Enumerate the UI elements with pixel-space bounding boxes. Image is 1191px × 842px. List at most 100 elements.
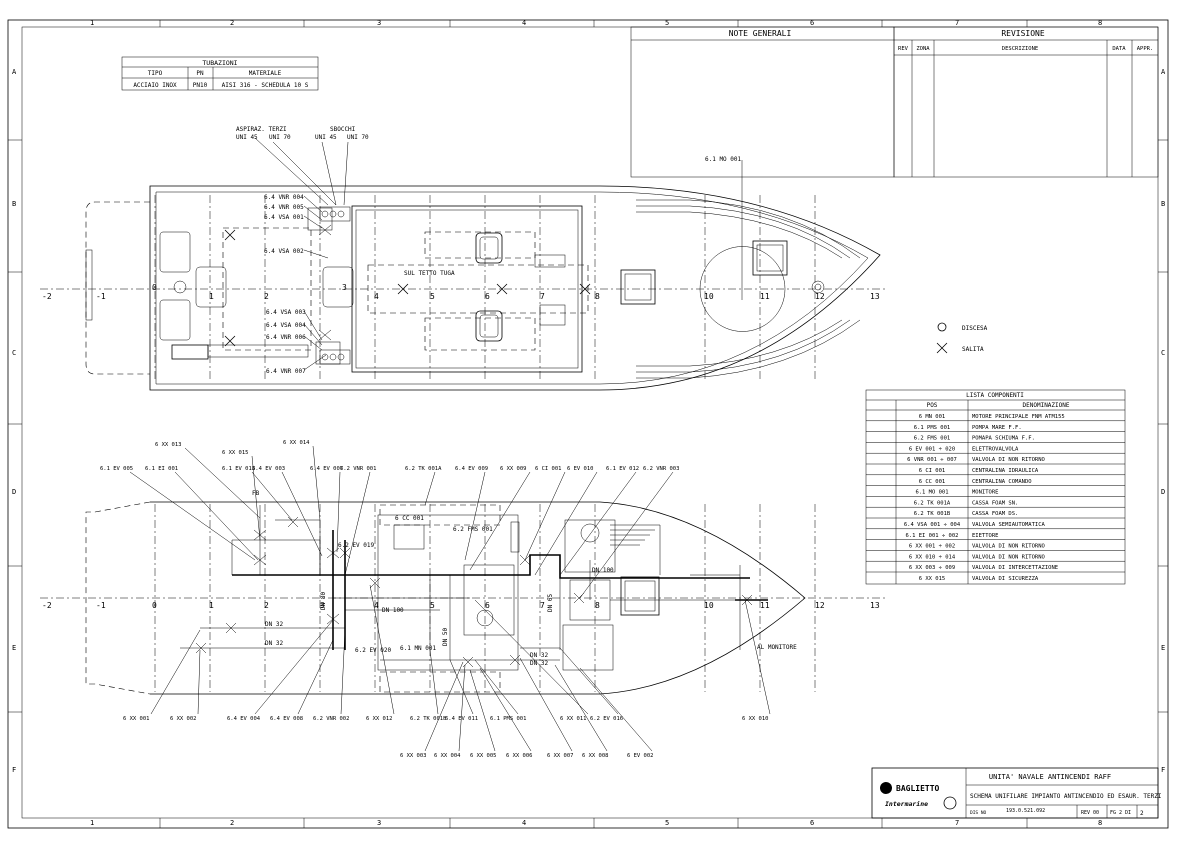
frame-number: 4 [374, 601, 379, 610]
lista-componenti-table: LISTA COMPONENTI POS DENOMINAZIONE 6 MN … [865, 389, 1126, 585]
label-vnr007: 6.4 VNR 007 [266, 368, 306, 375]
label-vsa002: 6.4 VSA 002 [264, 248, 304, 255]
row-label: F [1161, 766, 1165, 774]
column-labels-top: 1 2 3 4 5 6 7 8 [90, 19, 1102, 27]
label-vsa001: 6.4 VSA 001 [264, 214, 304, 221]
row-label: C [1161, 349, 1165, 357]
frame-number: 13 [870, 292, 880, 301]
table-cell: PN10 [193, 82, 208, 89]
row-label: B [1161, 200, 1165, 208]
frame-number: 0 [152, 601, 157, 610]
rev-header: DESCRIZIONE [1002, 46, 1038, 52]
bottom-piping-plan: FB 6 CC 001 6.2 FMS 001 6.2 EV 019 6.2 E… [40, 440, 885, 759]
revisione-title: REVISIONE [1001, 29, 1045, 38]
subbrand-name: Intermarine [885, 800, 928, 808]
col-label: 2 [230, 19, 234, 27]
lista-denominazione: CASSA FOAM DS. [972, 511, 1018, 517]
col-label: 8 [1098, 819, 1102, 827]
frame-number: 1 [209, 292, 214, 301]
rev-header: APPR. [1137, 46, 1154, 52]
label-fms: 6.2 FMS 001 [453, 526, 493, 533]
lista-pos: 6.2 FMS 001 [914, 436, 950, 442]
callout-label: 6 XX 002 [170, 716, 197, 722]
col-label: 5 [665, 819, 669, 827]
lista-denominazione: VALVOLA DI SICUREZZA [972, 576, 1039, 582]
callout-label: 6 XX 003 [400, 753, 427, 759]
lista-pos: 6 XX 015 [919, 576, 946, 582]
lista-pos: 6 XX 001 ÷ 002 [909, 544, 955, 550]
title-line2: SCHEMA UNIFILARE IMPIANTO ANTINCENDIO ED… [970, 793, 1162, 800]
title-block: BAGLIETTO Intermarine UNITA' NAVALE ANTI… [871, 767, 1162, 819]
frame-number: 7 [540, 292, 545, 301]
label-vnr005: 6.4 VNR 005 [264, 204, 304, 211]
label-ev019: 6.2 EV 019 [338, 542, 375, 549]
dis-label: DIS NO [970, 810, 987, 816]
frame-number: 2 [264, 601, 269, 610]
col-label: 7 [955, 819, 959, 827]
note-generali-box: NOTE GENERALI [630, 26, 895, 178]
callout-label: 6 XX 008 [582, 753, 609, 759]
lista-pos: 6 EV 001 ÷ 020 [909, 446, 955, 452]
zone-ticks [8, 20, 1168, 828]
tubazioni-title: TUBAZIONI [202, 59, 237, 67]
label-dn32: DN 32 [530, 652, 548, 659]
frame-number: 5 [430, 601, 435, 610]
callout-label: 6 XX 001 [123, 716, 150, 722]
rev-header: ZONA [916, 46, 930, 52]
label-mo: 6.1 MO 001 [705, 156, 742, 163]
callout-label: 6 XX 013 [155, 442, 182, 448]
callout-label: 6 XX 006 [506, 753, 533, 759]
title-line1: UNITA' NAVALE ANTINCENDI RAFF [989, 773, 1111, 781]
frame-number: 1 [209, 601, 214, 610]
callout-label: 6 EV 010 [567, 466, 594, 472]
row-label: D [1161, 488, 1165, 496]
label-sbocchi: SBOCCHI [330, 126, 356, 133]
lista-denominazione: VALVOLA DI INTERCETTAZIONE [972, 565, 1058, 571]
row-labels-right: A B C D E F [1161, 68, 1166, 774]
legend-salita: SALITA [962, 346, 984, 353]
legend: DISCESA SALITA [936, 322, 988, 354]
row-label: E [1161, 644, 1165, 652]
frame-number: 7 [540, 601, 545, 610]
callout-label: 6.1 EI 001 [145, 466, 178, 472]
frame-number: 12 [815, 601, 825, 610]
rev-header: REV [898, 46, 909, 52]
lista-denominazione: POMAPA SCHIUMA F.F. [972, 436, 1035, 442]
column-labels-bottom: 1 2 3 4 5 6 7 8 [90, 819, 1102, 827]
row-label: D [12, 488, 16, 496]
label-mn: 6.1 MN 001 [400, 645, 437, 652]
sheet-value: FG 2 DI [1110, 810, 1131, 816]
callout-label: 6.4 EV 009 [455, 466, 488, 472]
callout-label: 6.4 EV 003 [252, 466, 285, 472]
inner-border [21, 26, 1159, 819]
note-generali-title: NOTE GENERALI [729, 29, 792, 38]
col-label: 1 [90, 19, 94, 27]
sheet-total: 2 [1140, 810, 1144, 817]
lista-pos: 6.1 PMS 001 [914, 425, 950, 431]
label-dn32: DN 32 [530, 660, 548, 667]
frame-number: 13 [870, 601, 880, 610]
company-name: BAGLIETTO [896, 784, 940, 793]
callout-label: 6 XX 011 [560, 716, 587, 722]
lista-pos: 6.1 MO 001 [915, 490, 948, 496]
lista-title: LISTA COMPONENTI [966, 392, 1024, 399]
callout-label: 6 CI 001 [535, 466, 562, 472]
label-uni70: UNI 70 [347, 134, 369, 141]
label-dn32: DN 32 [265, 621, 283, 628]
frame-number: 8 [595, 292, 600, 301]
frame-number: 3 [342, 283, 347, 292]
callout-label: 6.2 VNR 003 [643, 466, 679, 472]
row-label: C [12, 349, 16, 357]
frame-number: 2 [264, 292, 269, 301]
callout-label: 6.4 EV 007 [310, 466, 343, 472]
callout-label: 6 XX 005 [470, 753, 497, 759]
callout-label: 6 XX 007 [547, 753, 574, 759]
frame-number: 6 [485, 292, 490, 301]
row-label: F [12, 766, 16, 774]
col-label: 7 [955, 19, 959, 27]
lista-pos: 6 XX 003 ÷ 009 [909, 565, 955, 571]
frame-number: 6 [485, 601, 490, 610]
lista-pos: 6 CI 001 [919, 468, 946, 474]
row-label: B [12, 200, 16, 208]
lista-header: POS [927, 402, 938, 409]
